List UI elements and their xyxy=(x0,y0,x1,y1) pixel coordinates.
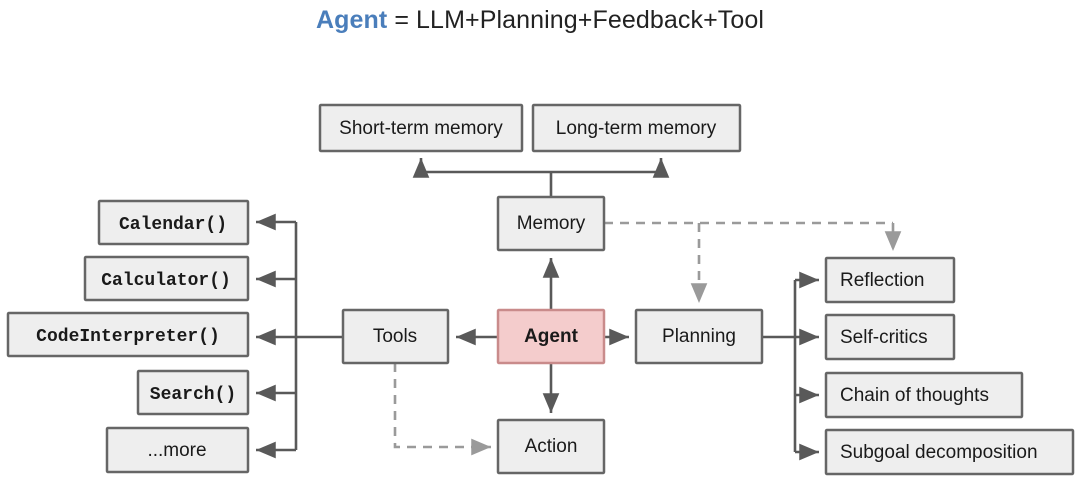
node-label-action: Action xyxy=(525,436,578,457)
node-action[interactable]: Action xyxy=(496,418,606,475)
node-label-short-term-memory: Short-term memory xyxy=(339,118,503,139)
node-reflection[interactable]: Reflection xyxy=(824,256,956,304)
node-label-planning: Planning xyxy=(662,326,736,347)
node-chain-of-thoughts[interactable]: Chain of thoughts xyxy=(824,371,1024,419)
node-label-tools: Tools xyxy=(373,326,417,347)
node-long-term-memory[interactable]: Long-term memory xyxy=(531,103,742,153)
node-self-critics[interactable]: Self-critics xyxy=(824,313,956,361)
node-layer: Short-term memory Long-term memory Memor… xyxy=(6,103,1075,476)
title-equation: = LLM+Planning+Feedback+Tool xyxy=(394,6,765,34)
edge-tools-to-action-feedback xyxy=(393,363,492,456)
node-label-memory: Memory xyxy=(517,213,586,234)
title-agent-word: Agent xyxy=(315,6,388,34)
node-label-search: Search() xyxy=(150,385,236,405)
node-more[interactable]: ...more xyxy=(105,426,250,474)
edge-layer xyxy=(255,157,902,461)
node-calculator[interactable]: Calculator() xyxy=(83,255,250,302)
node-subgoal-decomposition[interactable]: Subgoal decomposition xyxy=(824,428,1075,476)
node-agent[interactable]: Agent xyxy=(496,308,606,365)
node-label-self-critics: Self-critics xyxy=(840,327,928,348)
node-label-reflection: Reflection xyxy=(840,270,925,291)
node-label-calendar: Calendar() xyxy=(119,215,227,235)
node-tools[interactable]: Tools xyxy=(341,308,450,365)
node-calendar[interactable]: Calendar() xyxy=(97,199,250,246)
node-label-chain-of-thoughts: Chain of thoughts xyxy=(840,385,989,406)
node-search[interactable]: Search() xyxy=(136,369,250,416)
node-planning[interactable]: Planning xyxy=(634,308,764,365)
node-label-code-interpreter: CodeInterpreter() xyxy=(36,327,220,347)
node-label-agent: Agent xyxy=(524,326,579,347)
node-code-interpreter[interactable]: CodeInterpreter() xyxy=(6,311,250,358)
node-label-long-term-memory: Long-term memory xyxy=(556,118,717,139)
node-memory[interactable]: Memory xyxy=(496,195,606,252)
node-label-calculator: Calculator() xyxy=(101,271,231,291)
node-label-more: ...more xyxy=(147,440,206,461)
node-label-subgoal-decomposition: Subgoal decomposition xyxy=(840,442,1038,463)
page-title: Agent = LLM+Planning+Feedback+Tool xyxy=(0,6,1080,35)
node-short-term-memory[interactable]: Short-term memory xyxy=(318,103,524,153)
